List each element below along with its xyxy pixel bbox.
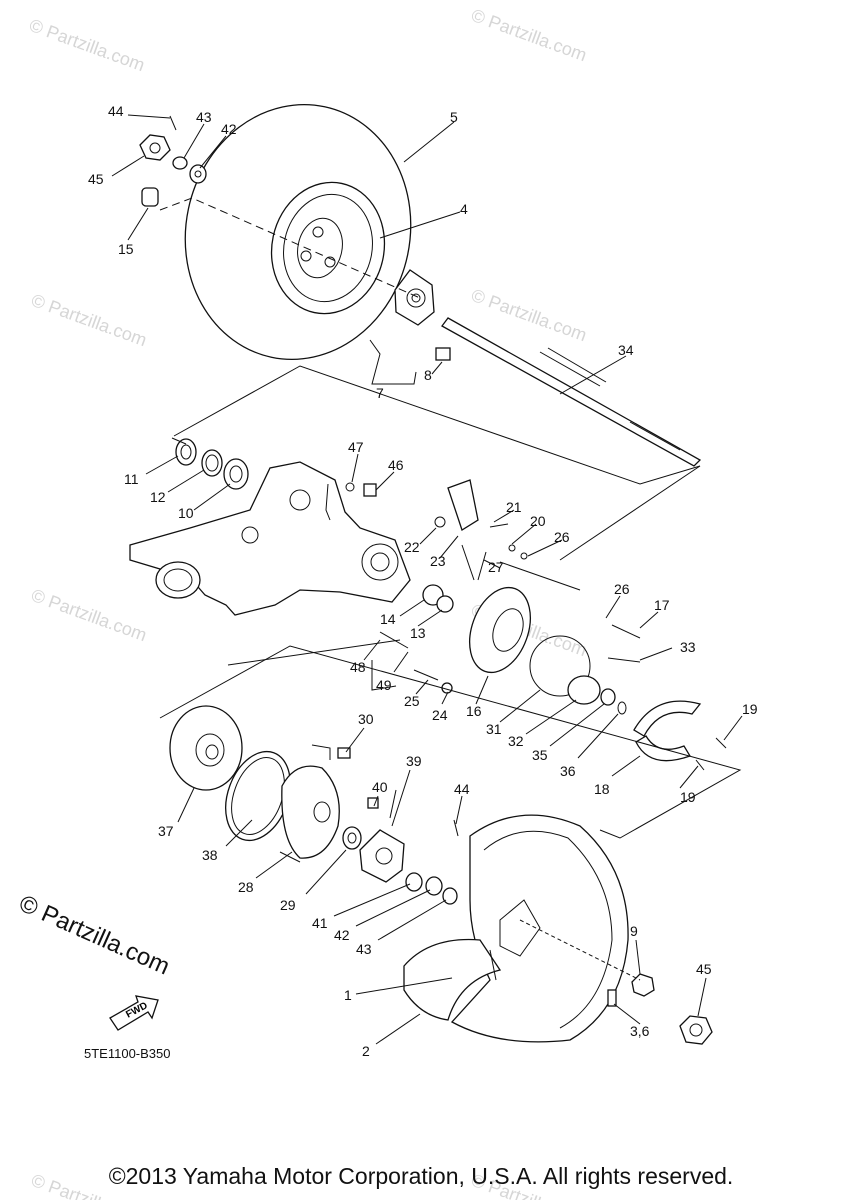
callout: 14 [380, 611, 396, 627]
callout: 33 [680, 639, 696, 655]
rear-axle [441, 317, 702, 467]
callout: 2 [362, 1043, 370, 1059]
callout: 1 [344, 987, 352, 1003]
axle-nut-set-upper [139, 115, 207, 207]
callout: 46 [388, 457, 404, 473]
callout: 20 [530, 513, 546, 529]
callout: 24 [432, 707, 448, 723]
callout: 29 [280, 897, 296, 913]
swingarm [129, 461, 411, 616]
copyright-footer: ©2013 Yamaha Motor Corporation, U.S.A. A… [108, 1163, 734, 1189]
callout: 42 [221, 121, 237, 137]
callout: 32 [508, 733, 524, 749]
brake-panel [227, 584, 641, 715]
callout: 43 [196, 109, 212, 125]
callout: 42 [334, 927, 350, 943]
callout: 18 [594, 781, 610, 797]
callout: 12 [150, 489, 166, 505]
callout: 10 [178, 505, 194, 521]
callout: 47 [348, 439, 364, 455]
brake-shoes [633, 700, 727, 771]
brake-drum-cover [169, 705, 362, 859]
callout: 5 [450, 109, 458, 125]
callout: 8 [424, 367, 432, 383]
callout: 19 [742, 701, 758, 717]
callout: 45 [88, 171, 104, 187]
callout: 21 [506, 499, 522, 515]
watermark-text: © Partzilla.com [469, 5, 590, 65]
brake-cam-lever [345, 479, 528, 581]
callout: 35 [532, 747, 548, 763]
leader-lines [111, 114, 743, 1045]
callout: 27 [488, 559, 504, 575]
callout: 4 [460, 201, 468, 217]
callout: 40 [372, 779, 388, 795]
lower-wheel [403, 814, 629, 1043]
callout: 15 [118, 241, 134, 257]
callout: 11 [124, 471, 139, 487]
callout: 36 [560, 763, 576, 779]
callout: 38 [202, 847, 218, 863]
callout: 17 [654, 597, 670, 613]
callout: 16 [466, 703, 482, 719]
callout: 28 [238, 879, 254, 895]
callout: 19 [680, 789, 696, 805]
callout: 44 [108, 103, 124, 119]
callout: 25 [404, 693, 420, 709]
watermark-text: © Partzilla.com [469, 285, 590, 345]
callout: 41 [312, 915, 328, 931]
lower-hub [359, 797, 459, 905]
callout: 37 [158, 823, 174, 839]
group-outlines [159, 339, 742, 863]
callout: 9 [630, 923, 638, 939]
callout: 48 [350, 659, 366, 675]
callout: 49 [376, 677, 392, 693]
callout: 13 [410, 625, 426, 641]
watermark-text: © Partzilla.com [29, 290, 150, 350]
upper-hub [394, 269, 451, 361]
valve-and-nut-lower [607, 973, 713, 1045]
callout-labels: 44 43 42 45 15 5 4 34 8 7 47 46 11 12 10… [88, 103, 758, 1059]
callout: 26 [554, 529, 570, 545]
callout: 43 [356, 941, 372, 957]
callout: 26 [614, 581, 630, 597]
fwd-direction-arrow: FWD [109, 995, 159, 1031]
callout: 30 [358, 711, 374, 727]
callout: 44 [454, 781, 470, 797]
callout: 23 [430, 553, 446, 569]
callout: 31 [486, 721, 502, 737]
upper-wheel [184, 104, 412, 360]
callout: 7 [376, 385, 384, 401]
watermark-text: © Partzilla.com [27, 15, 148, 75]
watermark-text: © Partzilla.com [29, 585, 150, 645]
callout: 3,6 [630, 1023, 650, 1039]
bearings-seals-left [175, 438, 249, 490]
diagram-code: 5TE1100-B350 [84, 1046, 171, 1061]
callout: 34 [618, 342, 634, 358]
callout: 39 [406, 753, 422, 769]
callout: 22 [404, 539, 420, 555]
callout: 45 [696, 961, 712, 977]
